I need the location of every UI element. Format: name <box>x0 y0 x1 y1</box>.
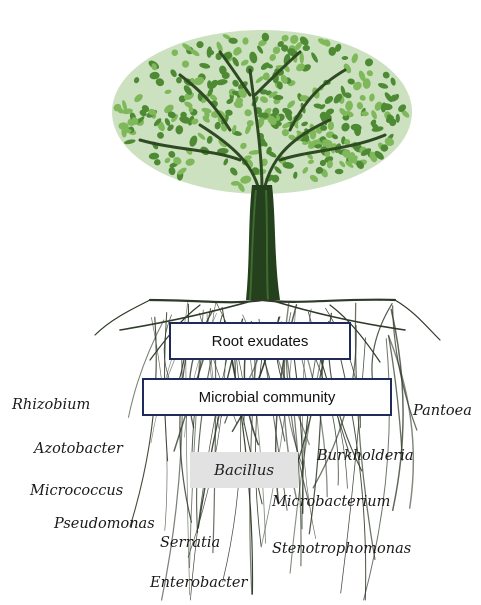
fine-root <box>391 309 403 510</box>
bacillus-highlight: Bacillus <box>190 452 298 488</box>
microbe-label-micrococcus: Micrococcus <box>30 483 123 499</box>
root-exudates-label: Root exudates <box>212 333 309 350</box>
microbe-label-pseudomonas: Pseudomonas <box>54 516 155 532</box>
leaf <box>236 97 243 103</box>
microbe-label-burkholderia: Burkholderia <box>317 448 414 464</box>
microbial-community-box: Microbial community <box>142 378 392 416</box>
microbe-label-enterobacter: Enterobacter <box>150 575 247 591</box>
fine-root <box>130 317 156 526</box>
microbe-label-rhizobium: Rhizobium <box>12 397 90 413</box>
microbe-label-stenotrophomonas: Stenotrophomonas <box>272 541 411 557</box>
root-exudates-box: Root exudates <box>169 322 351 360</box>
tree-trunk <box>246 185 280 300</box>
microbe-label-microbacterium: Microbacterium <box>272 494 390 510</box>
bacillus-label: Bacillus <box>214 461 274 479</box>
microbial-community-label: Microbial community <box>199 389 336 406</box>
microbe-label-pantoea: Pantoea <box>413 403 472 419</box>
microbe-label-serratia: Serratia <box>160 535 220 551</box>
microbe-label-azotobacter: Azotobacter <box>34 441 123 457</box>
tree-canopy <box>112 30 412 205</box>
